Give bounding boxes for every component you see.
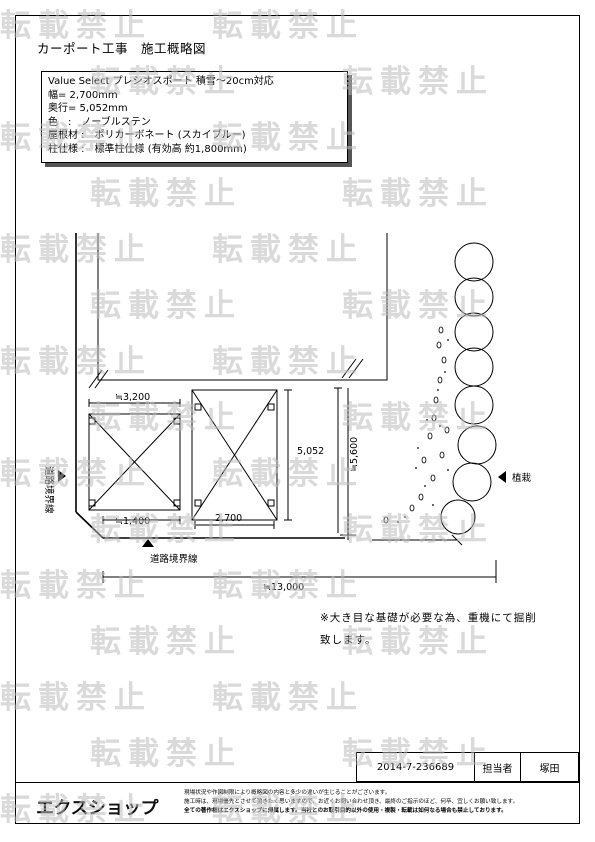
ground-cover: [383, 326, 450, 524]
road-boundary-marker-bottom: [142, 539, 154, 547]
carport-outline: [191, 389, 278, 521]
building-outline: [97, 233, 388, 381]
note-line-2: 致します。: [320, 634, 377, 646]
footer-divider: [16, 782, 579, 783]
road-boundary-label-left: 道路境界線: [43, 466, 55, 514]
footer: 2014-7-236689 担当者 塚田 エクスショップ 現場状況や作図制限によ…: [16, 752, 579, 823]
spec-depth: 奥行= 5,052mm: [48, 103, 128, 114]
dim-13000-text: ≒13,000: [263, 582, 304, 593]
planting-label: 植栽: [512, 472, 532, 484]
planting-marker: [498, 471, 506, 483]
road-boundary-marker-left: [58, 470, 66, 482]
footer-note-2: 施工時は、現場優先とさせて頂きたく思いますので、お近くお問い合わせ頂き、最終のご…: [184, 799, 519, 805]
spec-roof: 屋根材 : ポリカーボネート (スカイブルー): [48, 130, 246, 141]
note-line-1: ※大き目な基礎が必要な為、重機にて掘削: [320, 612, 537, 624]
company-logo: エクスショップ: [36, 798, 158, 819]
spec-product: Value Select プレシオスポート 積雪～20cm対応: [48, 76, 274, 87]
road-boundary-label-bottom: 道路境界線: [150, 553, 198, 565]
footer-notes: 現場状況や作図制限により概略図の内容と多少の違いが生じることがございます。 施工…: [184, 789, 518, 816]
spec-color: 色 : ノーブルステン: [48, 116, 151, 128]
page-frame: [15, 15, 580, 824]
person-label: 担当者: [475, 753, 521, 782]
footer-info-table: 2014-7-236689 担当者 塚田: [356, 752, 579, 783]
break-mark-left: [88, 369, 103, 389]
dim-2700-text: 2,700: [215, 513, 242, 524]
planting-hedge: [440, 242, 497, 535]
footer-note-1: 現場状況や作図制限により概略図の内容と多少の違いが生じることがございます。: [184, 790, 391, 796]
person-name: 塚田: [521, 753, 579, 782]
dim-5600-text: ≒5,600: [349, 437, 360, 472]
corner-diagonal: [75, 511, 104, 539]
footer-note-3: 全ての著作権はエクスショップに帰属します。当社とのお取引目的以外の使用・複製・転…: [184, 808, 507, 814]
ground-dots: [397, 339, 449, 523]
spec-box: Value Select プレシオスポート 積雪～20cm対応 幅= 2,700…: [41, 71, 348, 163]
page-title: カーポート工事 施工概略図: [37, 41, 207, 56]
parking-space-left: [88, 413, 181, 511]
document-code: 2014-7-236689: [357, 753, 475, 782]
dim-3200-text: ≒3,200: [115, 392, 150, 403]
dim-1400-text: ≒1,400: [115, 516, 150, 527]
spec-pillar: 柱仕様 : 標準柱仕様 (有効高 約1,800mm): [48, 143, 247, 155]
break-mark-right: [341, 358, 357, 379]
spec-width: 幅= 2,700mm: [48, 89, 118, 101]
dim-5052-text: 5,052: [297, 446, 324, 457]
excavation-note: ※大き目な基礎が必要な為、重機にて掘削 致します。: [320, 607, 537, 651]
